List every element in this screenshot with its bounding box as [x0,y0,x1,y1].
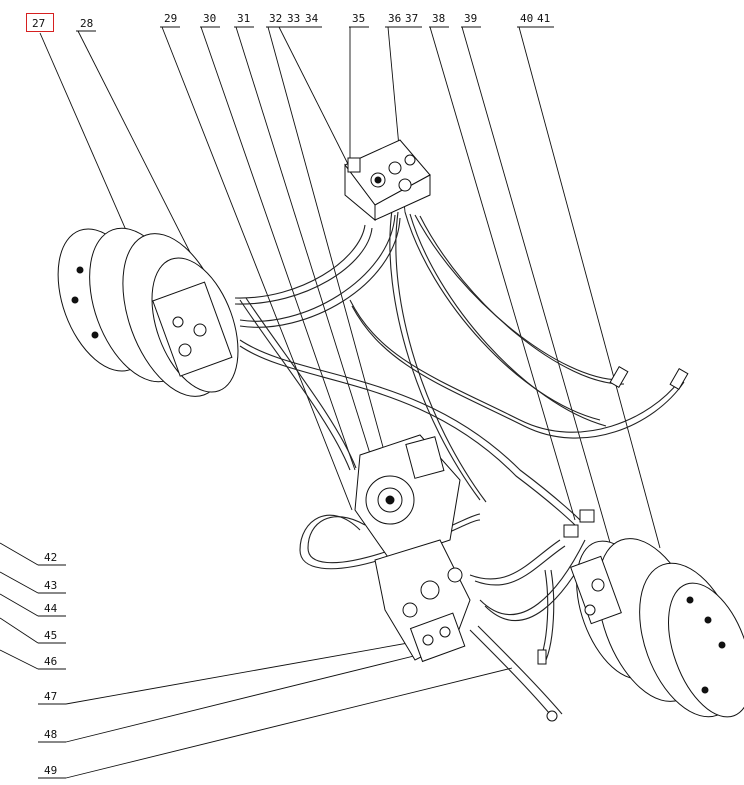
callout-33[interactable]: 33 [287,12,300,25]
hoses [234,209,685,721]
left-leader-lines [0,542,513,779]
callout-30[interactable]: 30 [203,12,216,25]
callout-34[interactable]: 34 [305,12,319,25]
top-leader-lines [39,26,661,561]
callout-31[interactable]: 31 [237,12,250,25]
callout-48[interactable]: 48 [44,728,57,741]
left-wheel-motor [57,227,239,397]
highlight-box [26,13,54,32]
hose-fittings [537,366,689,722]
callout-39[interactable]: 39 [464,12,477,25]
callout-37[interactable]: 37 [405,12,418,25]
central-pump-assembly [354,434,471,663]
callout-43[interactable]: 43 [44,579,57,592]
callout-45[interactable]: 45 [44,629,57,642]
callout-27[interactable]: 27 [32,17,45,30]
left-callouts: 42 43 44 45 46 47 48 49 [44,551,58,777]
top-valve-block [344,139,431,222]
top-callouts: 27 28 29 30 31 32 33 34 35 36 37 38 39 4… [32,12,550,30]
callout-36[interactable]: 36 [388,12,401,25]
top-callout-underlines [76,26,554,32]
callout-38[interactable]: 38 [432,12,445,25]
callout-40[interactable]: 40 [520,12,533,25]
callout-35[interactable]: 35 [352,12,365,25]
callout-32[interactable]: 32 [269,12,282,25]
callout-44[interactable]: 44 [44,602,58,615]
callout-47[interactable]: 47 [44,690,57,703]
callout-46[interactable]: 46 [44,655,57,668]
callout-28[interactable]: 28 [80,17,93,30]
callout-41[interactable]: 41 [537,12,550,25]
right-wheel-motor [570,538,744,718]
callout-42[interactable]: 42 [44,551,57,564]
callout-29[interactable]: 29 [164,12,177,25]
callout-49[interactable]: 49 [44,764,57,777]
